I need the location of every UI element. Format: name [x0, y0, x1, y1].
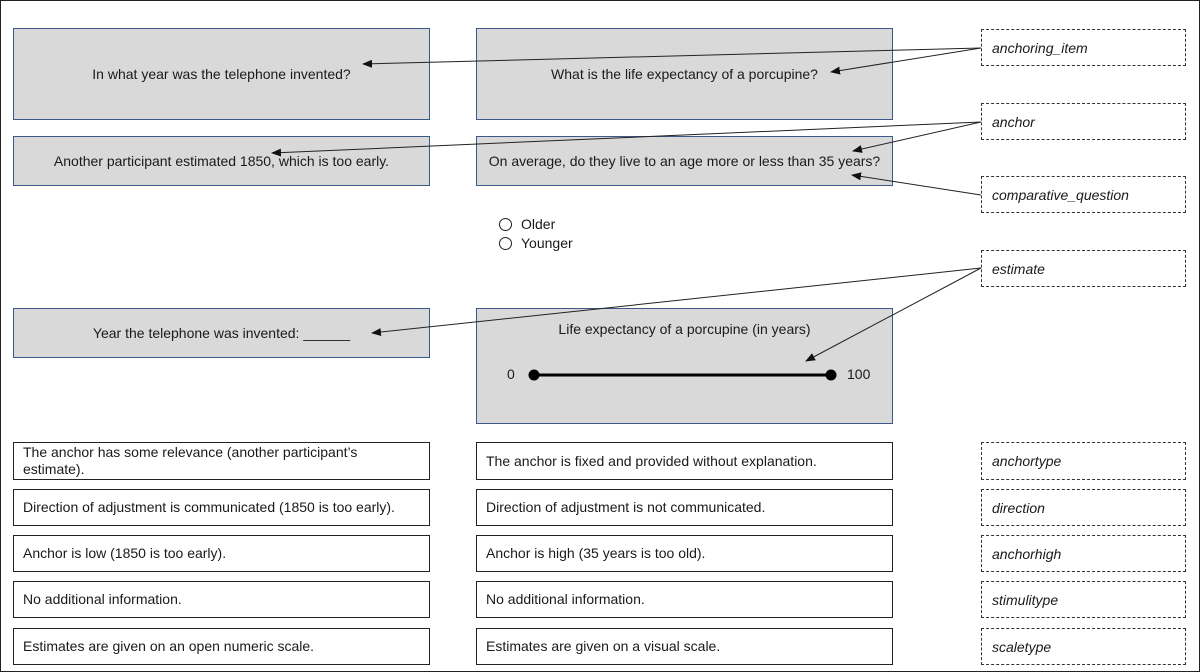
- telephone-question-box: In what year was the telephone invented?: [13, 28, 430, 120]
- row-anchortype-left-text: The anchor has some relevance (another p…: [23, 444, 358, 477]
- option-older[interactable]: Older: [499, 216, 555, 232]
- porcupine-estimate-title: Life expectancy of a porcupine (in years…: [558, 321, 811, 337]
- row-stimulitype-right-text: No additional information.: [486, 591, 645, 607]
- porcupine-estimate-box: Life expectancy of a porcupine (in years…: [476, 308, 893, 424]
- option-younger-label: Younger: [521, 235, 573, 251]
- telephone-anchor-text: Another participant estimated 1850, whic…: [53, 153, 390, 169]
- telephone-estimate-text: Year the telephone was invented: ______: [92, 325, 351, 341]
- porcupine-comparative-box: On average, do they live to an age more …: [476, 136, 893, 186]
- row-anchorhigh-left-text: Anchor is low (1850 is too early).: [23, 545, 227, 561]
- row-scaletype-left: Estimates are given on an open numeric s…: [13, 628, 430, 665]
- option-older-label: Older: [521, 216, 556, 232]
- label-anchorhigh: anchorhigh: [981, 535, 1186, 572]
- label-anchor: anchor: [981, 103, 1186, 140]
- label-anchorhigh-text: anchorhigh: [992, 545, 1062, 562]
- label-anchor-text: anchor: [992, 113, 1035, 130]
- label-comparative-question-text: comparative_question: [992, 186, 1129, 203]
- label-direction-text: direction: [992, 499, 1045, 516]
- label-stimulitype: stimulitype: [981, 581, 1186, 618]
- label-comparative-question: comparative_question: [981, 176, 1186, 213]
- row-direction-left: Direction of adjustment is communicated …: [13, 489, 430, 526]
- row-direction-right: Direction of adjustment is not communica…: [476, 489, 893, 526]
- row-direction-left-text: Direction of adjustment is communicated …: [23, 499, 395, 515]
- telephone-estimate-box: Year the telephone was invented: ______: [13, 308, 430, 358]
- row-anchortype-left: The anchor has some relevance (another p…: [13, 442, 430, 480]
- arrow-anchor-porcupine: [852, 121, 982, 153]
- telephone-anchor-box: Another participant estimated 1850, whic…: [13, 136, 430, 186]
- row-scaletype-left-text: Estimates are given on an open numeric s…: [23, 638, 315, 654]
- label-anchortype: anchortype: [981, 442, 1186, 480]
- row-anchortype-right-text: The anchor is fixed and provided without…: [486, 452, 817, 469]
- label-stimulitype-text: stimulitype: [992, 591, 1059, 608]
- visual-scale-max-dot: [825, 369, 837, 381]
- row-scaletype-right-text: Estimates are given on a visual scale.: [486, 638, 721, 654]
- label-scaletype: scaletype: [981, 628, 1186, 665]
- visual-scale-min-dot: [528, 369, 540, 381]
- porcupine-question-text: What is the life expectancy of a porcupi…: [551, 66, 818, 82]
- arrow-anchor-telephone: [271, 121, 982, 157]
- arrow-estimate-porcupine: [805, 267, 982, 362]
- label-scaletype-text: scaletype: [992, 638, 1052, 655]
- scale-max-label: 100: [847, 366, 871, 382]
- porcupine-comparative-text: On average, do they live to an age more …: [488, 153, 881, 169]
- label-anchortype-text: anchortype: [992, 453, 1062, 469]
- row-scaletype-right: Estimates are given on a visual scale.: [476, 628, 893, 665]
- label-direction: direction: [981, 489, 1186, 526]
- row-stimulitype-right: No additional information.: [476, 581, 893, 618]
- label-estimate: estimate: [981, 250, 1186, 287]
- row-anchortype-right: The anchor is fixed and provided without…: [476, 442, 893, 480]
- label-estimate-text: estimate: [992, 260, 1045, 277]
- arrow-anchoring-item-telephone: [362, 47, 982, 68]
- arrow-comparative-question: [851, 172, 982, 196]
- arrow-anchoring-item-porcupine: [830, 47, 982, 75]
- arrow-estimate-telephone: [371, 267, 982, 337]
- row-anchorhigh-left: Anchor is low (1850 is too early).: [13, 535, 430, 572]
- row-direction-right-text: Direction of adjustment is not communica…: [486, 499, 766, 515]
- row-anchorhigh-right: Anchor is high (35 years is too old).: [476, 535, 893, 572]
- telephone-question-text: In what year was the telephone invented?: [92, 66, 351, 82]
- label-anchoring-item-text: anchoring_item: [992, 39, 1088, 56]
- row-anchorhigh-right-text: Anchor is high (35 years is too old).: [486, 545, 706, 561]
- radio-younger[interactable]: [499, 236, 512, 250]
- porcupine-question-box: What is the life expectancy of a porcupi…: [476, 28, 893, 120]
- row-stimulitype-left: No additional information.: [13, 581, 430, 618]
- label-anchoring-item: anchoring_item: [981, 29, 1186, 66]
- option-younger[interactable]: Younger: [499, 235, 573, 251]
- row-stimulitype-left-text: No additional information.: [23, 591, 182, 607]
- scale-min-label: 0: [507, 366, 515, 382]
- radio-older[interactable]: [499, 217, 512, 231]
